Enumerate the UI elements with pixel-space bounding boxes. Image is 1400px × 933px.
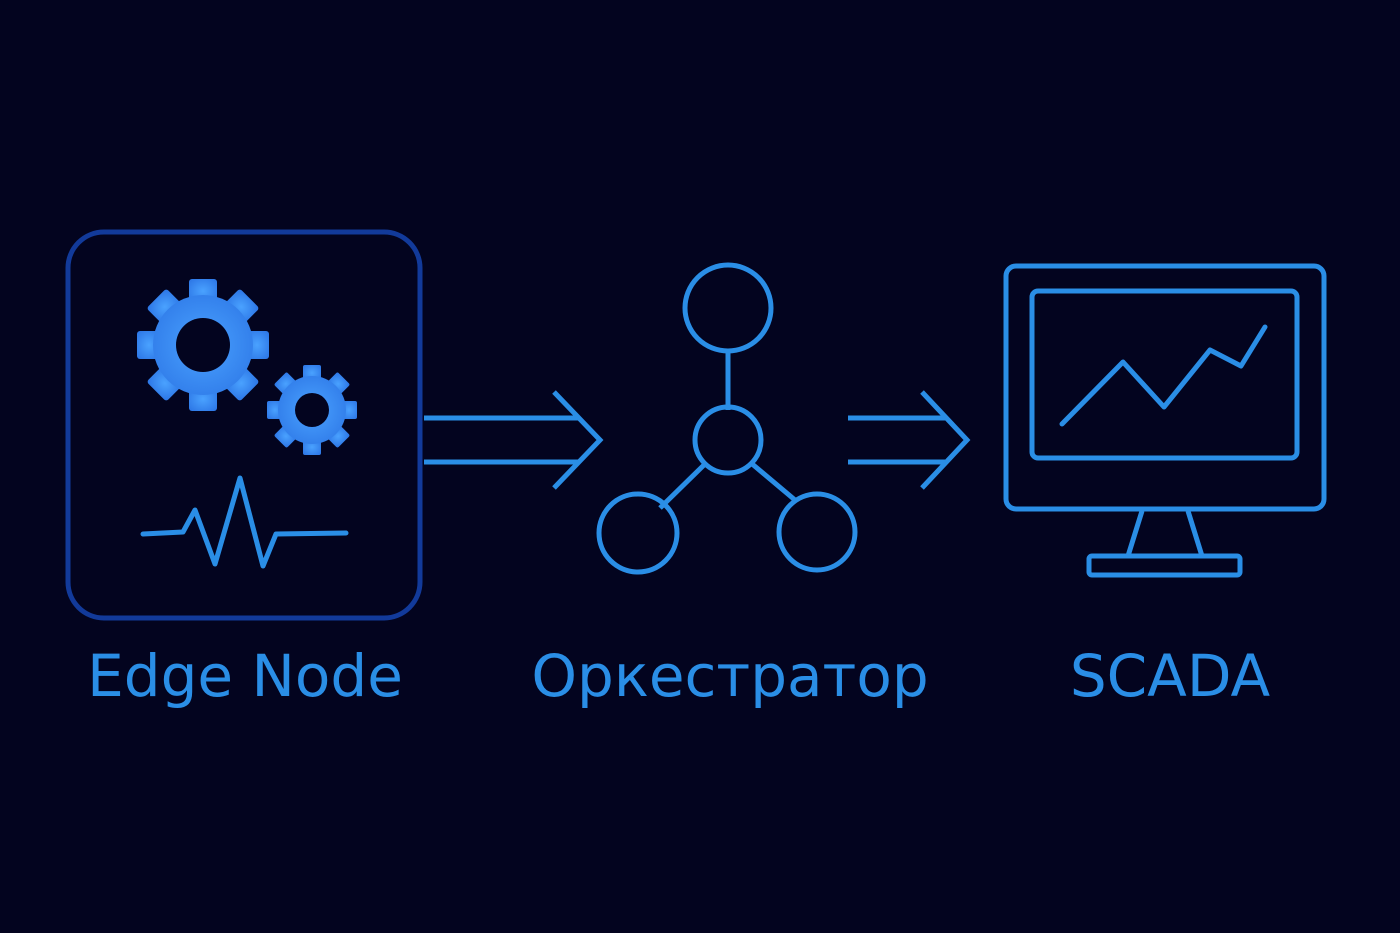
monitor-chart-icon [1003, 263, 1327, 578]
small-gear-icon [267, 365, 357, 455]
edge-node-box [65, 229, 423, 621]
network-hub-icon [596, 262, 858, 575]
orchestrator-label: Оркестратор [531, 642, 929, 710]
pulse-icon [140, 475, 349, 569]
edge-node [65, 229, 423, 621]
scada-label: SCADA [1069, 642, 1271, 710]
arrow-edge-to-orchestrator [424, 390, 604, 490]
edge-node-label: Edge Node [87, 642, 403, 710]
large-gear-icon [137, 279, 269, 411]
arrow-orchestrator-to-scada [848, 390, 971, 490]
